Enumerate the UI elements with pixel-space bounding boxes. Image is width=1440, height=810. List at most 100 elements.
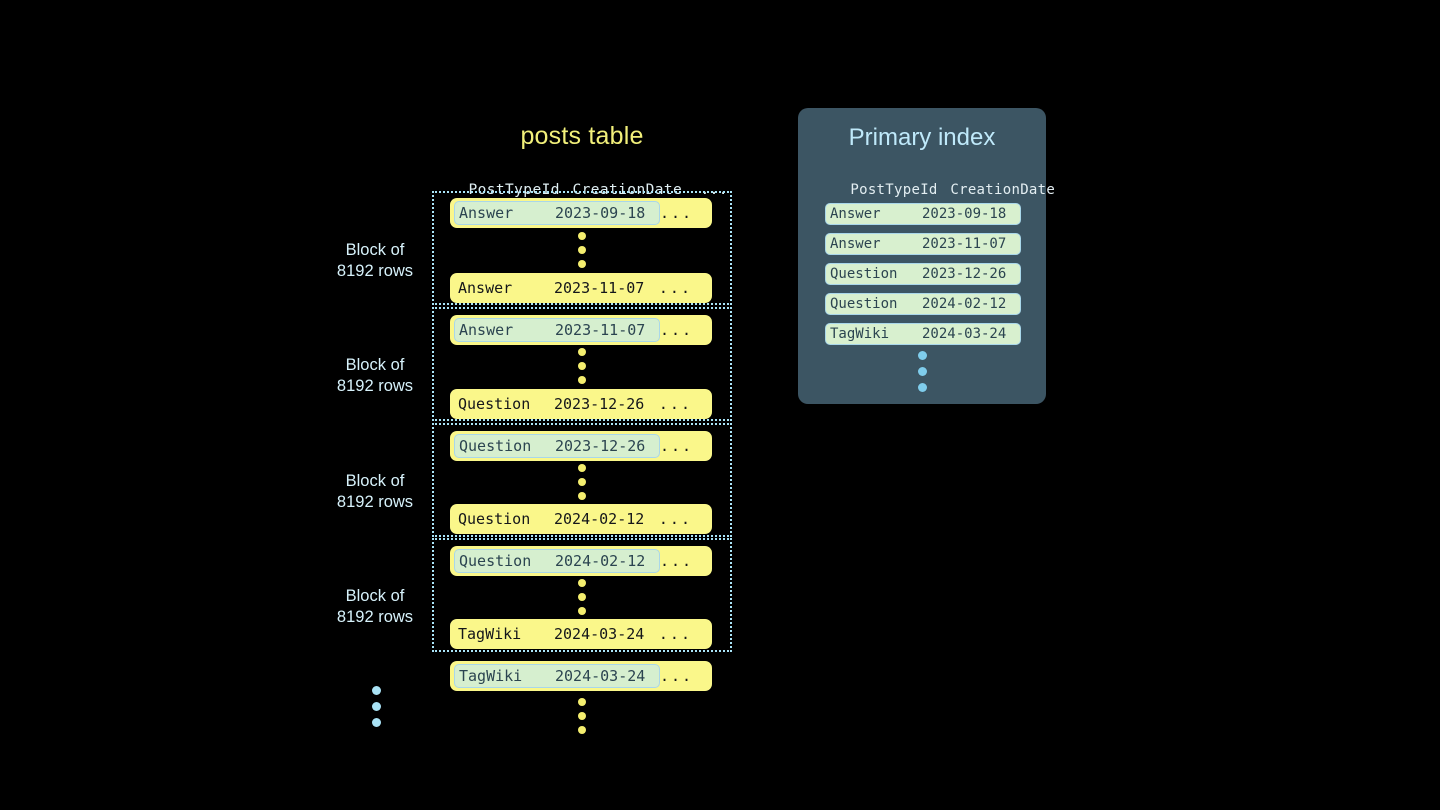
column-header-post-type-id: PostTypeId	[468, 182, 560, 198]
cell-creation-date: 2023-09-18	[555, 204, 646, 222]
dot	[371, 686, 381, 695]
cell-creation-date: 2024-02-12	[554, 510, 645, 528]
index-row: TagWiki 2024-03-24	[825, 323, 1021, 345]
column-header-creation-date: CreationDate	[572, 182, 683, 198]
cell-post-type-id: Question	[459, 437, 532, 455]
dot	[371, 718, 381, 727]
cell-creation-date: 2024-02-12	[555, 552, 646, 570]
cell-creation-date: 2023-12-26	[555, 437, 646, 455]
cell-post-type-id: Question	[459, 552, 532, 570]
posts-table-title: posts table	[520, 122, 644, 150]
cell-post-type-id: TagWiki	[459, 667, 523, 685]
table-row: Answer 2023-11-07 ...	[450, 273, 712, 303]
dot	[578, 376, 586, 384]
row-ellipsis-dots	[575, 232, 589, 268]
index-cell-post-type-id: Answer	[830, 236, 881, 252]
dot	[578, 246, 586, 254]
cell-creation-date: 2023-11-07	[555, 321, 646, 339]
block-label-4: Block of 8192 rows	[300, 586, 450, 628]
cell-more: ...	[658, 279, 692, 297]
row-highlight-pill: Answer 2023-09-18	[454, 201, 660, 225]
dot	[578, 492, 586, 500]
block-label-2: Block of 8192 rows	[300, 355, 450, 397]
column-header-more: ...	[700, 182, 728, 198]
dot	[578, 348, 586, 356]
cell-post-type-id: Answer	[458, 279, 513, 297]
cell-more: ...	[658, 395, 692, 413]
row-cells: Answer 2023-11-07	[454, 276, 658, 300]
index-cell-creation-date: 2024-03-24	[922, 326, 1007, 342]
index-row: Answer 2023-11-07	[825, 233, 1021, 255]
index-cell-creation-date: 2024-02-12	[922, 296, 1007, 312]
index-column-header-creation-date: CreationDate	[950, 182, 1056, 198]
cell-post-type-id: Question	[458, 395, 531, 413]
block-label-2-line1: Block of	[345, 356, 405, 374]
row-cells: Question 2023-12-26	[454, 392, 658, 416]
posts-table-column-headers: PostTypeId CreationDate...	[432, 166, 732, 214]
dot	[578, 260, 586, 268]
row-cells: Question 2024-02-12	[454, 507, 658, 531]
index-row: Question 2024-02-12	[825, 293, 1021, 315]
cell-creation-date: 2024-03-24	[554, 625, 645, 643]
cell-more: ...	[658, 625, 692, 643]
index-column-header-post-type-id: PostTypeId	[850, 182, 938, 198]
dot	[917, 367, 927, 376]
blocks-ellipsis-dots	[369, 686, 383, 727]
table-row: Question 2024-02-12 ...	[450, 504, 712, 534]
cell-more: ...	[658, 510, 692, 528]
index-cell-creation-date: 2023-11-07	[922, 236, 1007, 252]
cell-creation-date: 2023-11-07	[554, 279, 645, 297]
row-highlight-pill: Question 2024-02-12	[454, 549, 660, 573]
cell-more: ...	[660, 552, 694, 570]
dot	[578, 579, 586, 587]
cell-post-type-id: Question	[458, 510, 531, 528]
block-label-2-line2: 8192 rows	[336, 377, 414, 395]
row-highlight-pill: TagWiki 2024-03-24	[454, 664, 660, 688]
block-label-3-line1: Block of	[345, 472, 405, 490]
dot	[578, 593, 586, 601]
table-row: Question 2023-12-26 ...	[450, 389, 712, 419]
table-row: TagWiki 2024-03-24 ...	[450, 661, 712, 691]
primary-index-column-headers: PostTypeId CreationDate	[798, 166, 1054, 214]
dot	[917, 383, 927, 392]
dot	[371, 702, 381, 711]
dot	[578, 464, 586, 472]
dot	[578, 478, 586, 486]
dot	[578, 232, 586, 240]
block-label-3-line2: 8192 rows	[336, 493, 414, 511]
cell-post-type-id: Answer	[459, 204, 514, 222]
cell-more: ...	[660, 667, 694, 685]
dot	[578, 362, 586, 370]
block-outline-1	[432, 191, 732, 305]
row-highlight-pill: Answer 2023-11-07	[454, 318, 660, 342]
index-cell-creation-date: 2023-12-26	[922, 266, 1007, 282]
table-ellipsis-dots	[575, 698, 589, 734]
index-cell-post-type-id: Question	[830, 296, 898, 312]
row-ellipsis-dots	[575, 348, 589, 384]
row-ellipsis-dots	[575, 464, 589, 500]
cell-more: ...	[660, 204, 694, 222]
index-cell-post-type-id: TagWiki	[830, 326, 890, 342]
block-label-3: Block of 8192 rows	[300, 471, 450, 513]
block-label-1-line1: Block of	[345, 241, 405, 259]
index-cell-post-type-id: Answer	[830, 206, 881, 222]
cell-creation-date: 2023-12-26	[554, 395, 645, 413]
cell-more: ...	[660, 437, 694, 455]
cell-creation-date: 2024-03-24	[555, 667, 646, 685]
block-label-1-line2: 8192 rows	[336, 262, 414, 280]
block-outline-3	[432, 423, 732, 537]
block-outline-4	[432, 538, 732, 652]
table-row: Question 2023-12-26 ...	[450, 431, 712, 461]
dot	[578, 712, 586, 720]
dot	[578, 607, 586, 615]
dot	[578, 726, 586, 734]
cell-post-type-id: Answer	[459, 321, 514, 339]
row-ellipsis-dots	[575, 579, 589, 615]
